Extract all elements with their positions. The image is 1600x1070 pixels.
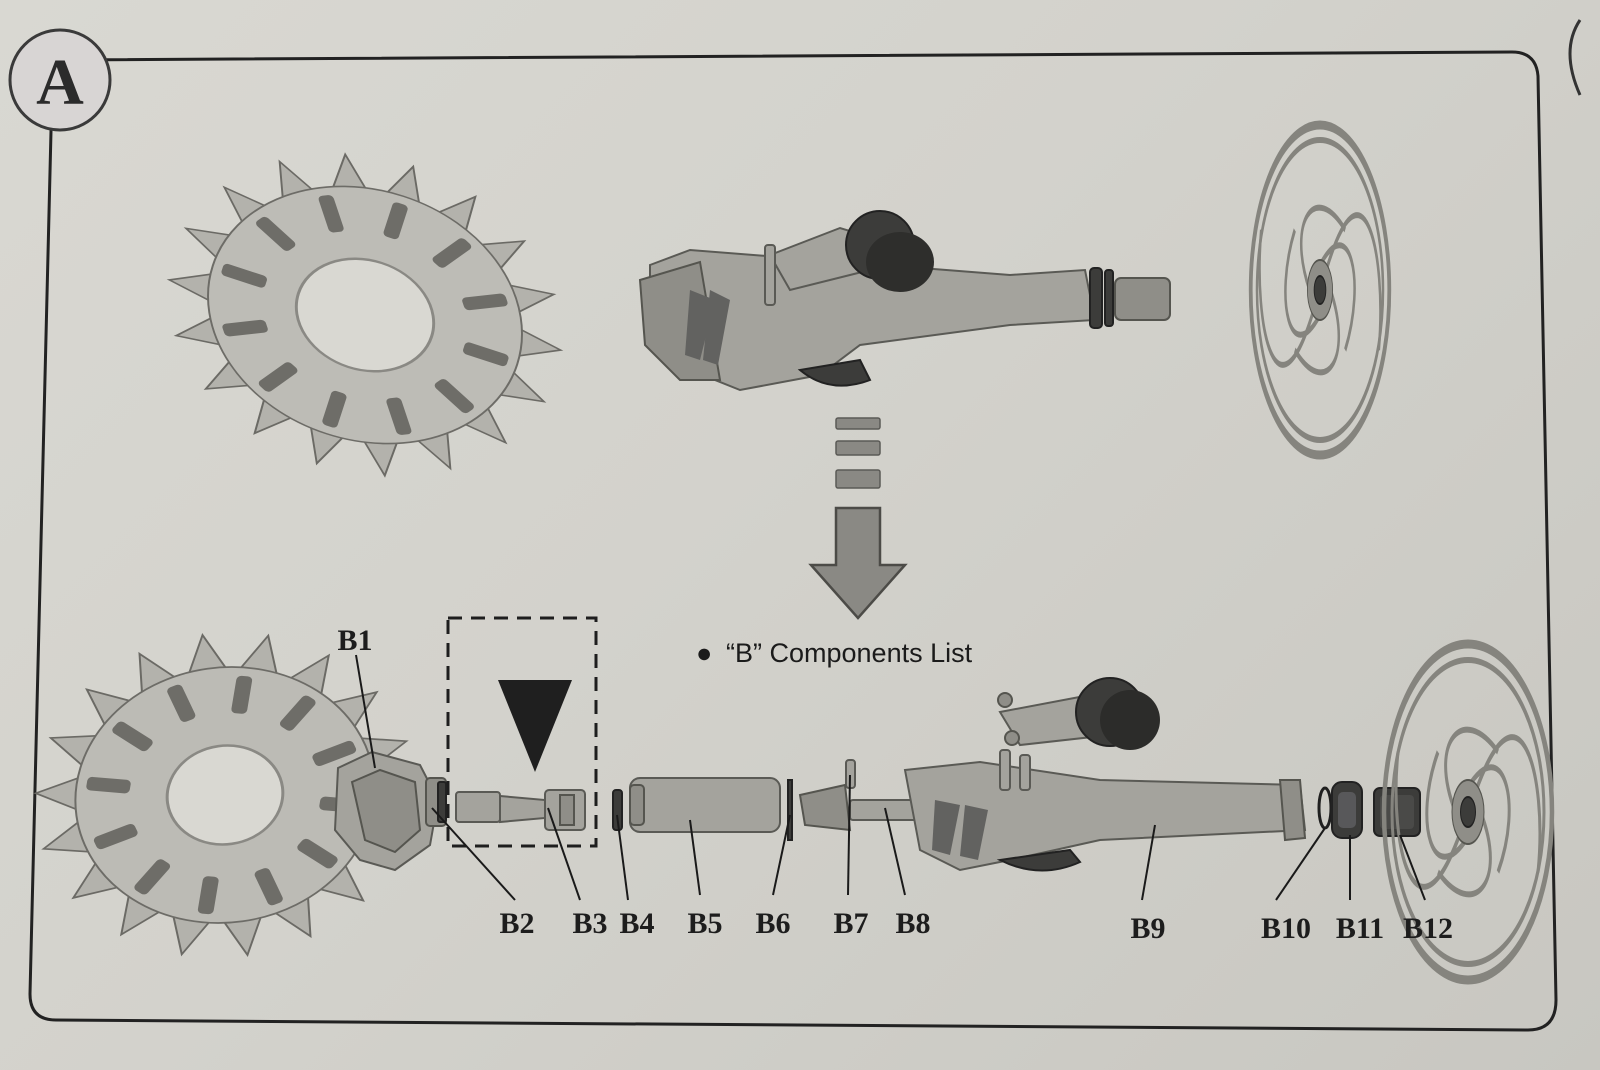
b3-detail-box — [446, 616, 598, 848]
callout-b4: B4 — [619, 907, 654, 940]
part-b6-ring — [787, 779, 793, 841]
section-badge: A — [8, 28, 112, 132]
down-arrow-icon — [808, 417, 908, 620]
section-letter: A — [36, 46, 84, 119]
callout-b1: B1 — [337, 624, 372, 657]
callout-b2: B2 — [499, 907, 534, 940]
components-legend: ● “B” Components List — [696, 638, 973, 668]
legend-text: “B” Components List — [726, 638, 973, 668]
callout-b6: B6 — [755, 907, 790, 940]
callout-b5: B5 — [687, 907, 722, 940]
part-b1-housing — [333, 750, 440, 872]
callout-b9: B9 — [1130, 912, 1165, 945]
down-triangle-icon — [498, 680, 572, 772]
leader-lines — [355, 654, 1426, 901]
part-b11-bearing — [1331, 781, 1363, 839]
callout-b7: B7 — [833, 907, 868, 940]
part-b10-ring — [1317, 786, 1333, 830]
part-b9-body — [903, 749, 1307, 872]
callout-b8: B8 — [895, 907, 930, 940]
part-b4-ring — [612, 789, 623, 831]
spoked-wheel-bottom — [1381, 639, 1555, 985]
diagram-frame — [28, 50, 1558, 1032]
part-b8-shaft — [798, 783, 921, 832]
legend-bullet: ● — [696, 638, 712, 668]
arm-roller-assembly — [997, 677, 1160, 750]
callout-b11: B11 — [1336, 912, 1384, 945]
next-section-badge-edge — [1568, 19, 1582, 96]
spoked-wheel-top — [1248, 120, 1392, 460]
fin-disk-top — [166, 152, 564, 478]
part-b2-connector — [425, 777, 447, 827]
callout-b12: B12 — [1403, 912, 1453, 945]
part-b5-tube — [629, 777, 781, 833]
callout-b10: B10 — [1261, 912, 1311, 945]
assembled-cleaner-body — [638, 210, 1171, 392]
callout-b3: B3 — [572, 907, 607, 940]
callout-labels: B1 B2 B3 B4 B5 B6 B7 B8 B9 B10 B11 B12 — [337, 624, 1453, 945]
